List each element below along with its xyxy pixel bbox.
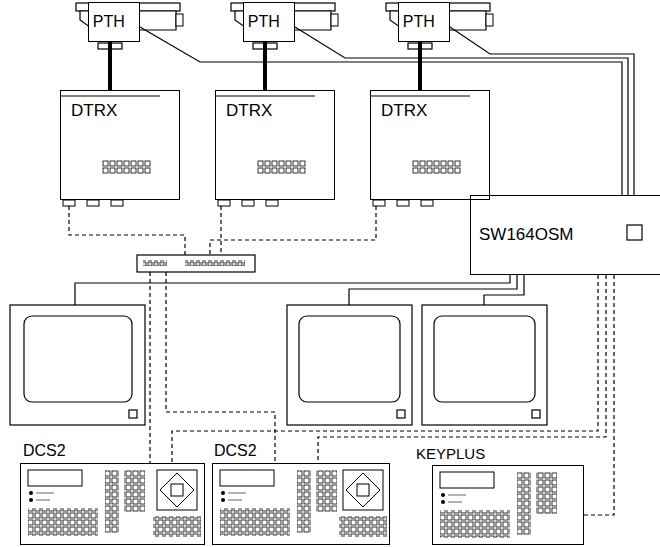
network-wire — [220, 206, 221, 255]
control-cable — [172, 275, 598, 463]
connector-line — [584, 275, 614, 515]
monitor — [287, 305, 412, 425]
video-wire — [75, 275, 510, 305]
camera-cable — [420, 42, 421, 90]
console-label: DCS2 — [214, 442, 257, 460]
monitor-screen — [434, 316, 535, 402]
video-wires — [75, 275, 524, 305]
connector-line — [172, 275, 598, 463]
network-wire — [69, 206, 185, 255]
node-label: PTH — [248, 13, 280, 31]
monitor — [10, 305, 145, 425]
console-label: DCS2 — [23, 442, 66, 460]
camera — [386, 3, 493, 49]
network-wire — [210, 206, 376, 255]
camera-cable — [110, 42, 111, 90]
control-cable — [318, 275, 606, 463]
receiver — [370, 96, 470, 206]
connector-line — [140, 27, 622, 195]
monitor-screen — [299, 316, 400, 402]
camera-cable — [265, 42, 266, 90]
pan-tilt-head: PTH — [88, 2, 140, 42]
node-label: DTRX — [226, 101, 272, 121]
receiver — [215, 96, 315, 206]
receiver-box: DTRX — [60, 90, 180, 200]
switch-ports — [143, 260, 167, 266]
pan-tilt-head: PTH — [243, 2, 295, 42]
switch-ports — [185, 260, 245, 266]
receiver-box: DTRX — [215, 90, 335, 200]
monitor — [422, 305, 547, 425]
monitor-button — [532, 410, 540, 418]
monitor-button — [129, 410, 137, 418]
node-label: SW164OSM — [479, 225, 573, 245]
connector-line — [450, 27, 634, 195]
connector-line — [418, 42, 422, 90]
keyboard-console: DCS2 — [212, 463, 390, 545]
joystick — [153, 470, 201, 537]
console-label: KEYPLUS — [416, 445, 485, 462]
pan-tilt-head: PTH — [398, 2, 450, 42]
keyboard-console: KEYPLUS — [432, 465, 584, 545]
receiver-box: DTRX — [370, 90, 490, 200]
network-wire — [166, 272, 275, 463]
camera-cable — [140, 27, 622, 195]
video-wire — [484, 275, 524, 305]
camera — [231, 3, 338, 49]
keyboard — [28, 470, 145, 536]
monitors — [10, 305, 547, 425]
video-wire — [349, 275, 517, 305]
node-label: PTH — [403, 13, 435, 31]
matrix-switcher: SW164OSM — [470, 195, 660, 275]
connector-line — [295, 27, 628, 195]
matrix-indicator — [627, 225, 642, 240]
joystick — [339, 470, 387, 537]
connector-line — [318, 275, 606, 463]
node-label: DTRX — [71, 101, 117, 121]
camera-cable — [295, 27, 628, 195]
camera-cable — [450, 27, 634, 195]
control-cable — [584, 275, 614, 515]
network-switch — [137, 255, 255, 272]
connector-line — [108, 42, 112, 90]
node-label: DTRX — [381, 101, 427, 121]
node-label: PTH — [93, 13, 125, 31]
keyboard-console: DCS2 — [20, 463, 205, 545]
keyboard — [220, 470, 337, 536]
receiver — [60, 96, 160, 206]
monitor-screen — [24, 316, 132, 402]
connector-line — [263, 42, 267, 90]
switch-body — [137, 255, 255, 272]
keyboard — [440, 472, 557, 538]
network-wire — [149, 272, 150, 463]
monitor-button — [397, 410, 405, 418]
